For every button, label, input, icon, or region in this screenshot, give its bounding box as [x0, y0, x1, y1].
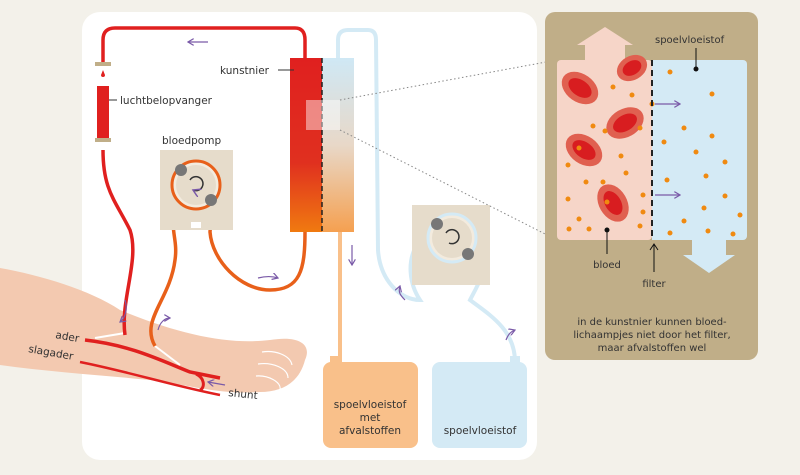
label-dialysate: spoelvloeistof: [655, 35, 725, 46]
label-fresh-fluid: spoelvloeistof: [444, 425, 517, 437]
label-vein: ader: [54, 329, 80, 345]
shunt-vessel: [195, 372, 205, 392]
zoom-region: [306, 100, 340, 130]
artificial-kidney: [278, 58, 354, 232]
rotation-icon: [445, 228, 460, 245]
caption-line-1: in de kunstnier kunnen bloed-: [577, 317, 727, 328]
vein: [84, 338, 221, 380]
label-blood-pump: bloedpomp: [162, 135, 221, 147]
caption-line-3: maar afvalstoffen wel: [598, 343, 707, 354]
label-used-fluid-1: spoelvloeistof: [334, 399, 407, 411]
arm: [0, 268, 307, 397]
waste-particles: [565, 69, 743, 237]
arrow-up-icon: [577, 27, 633, 60]
used-fluid-container: [323, 356, 418, 448]
tube-top: [101, 26, 307, 62]
label-kidney: kunstnier: [220, 65, 270, 77]
label-blood: bloed: [593, 260, 621, 271]
label-used-fluid-2: met: [360, 412, 381, 424]
label-used-fluid-3: afvalstoffen: [339, 425, 401, 437]
label-shunt: shunt: [228, 387, 259, 402]
caption-line-2: lichaampjes niet door het filter,: [573, 330, 730, 341]
blood-cells: [561, 54, 648, 222]
tube-fresh-fluid: [336, 28, 517, 363]
rotation-icon: [189, 175, 204, 191]
zoom-lines: [339, 59, 558, 241]
dialysate-pump: [412, 205, 490, 285]
artery: [79, 360, 221, 397]
label-air-trap: luchtbelopvanger: [120, 95, 213, 107]
arrow-down-icon: [683, 240, 735, 273]
label-filter: filter: [642, 279, 666, 290]
flow-arrows: [120, 42, 515, 341]
air-trap: [95, 62, 117, 142]
detail-panel: [545, 12, 758, 360]
blood-pump: [160, 150, 233, 230]
fresh-fluid-container: [432, 356, 527, 448]
